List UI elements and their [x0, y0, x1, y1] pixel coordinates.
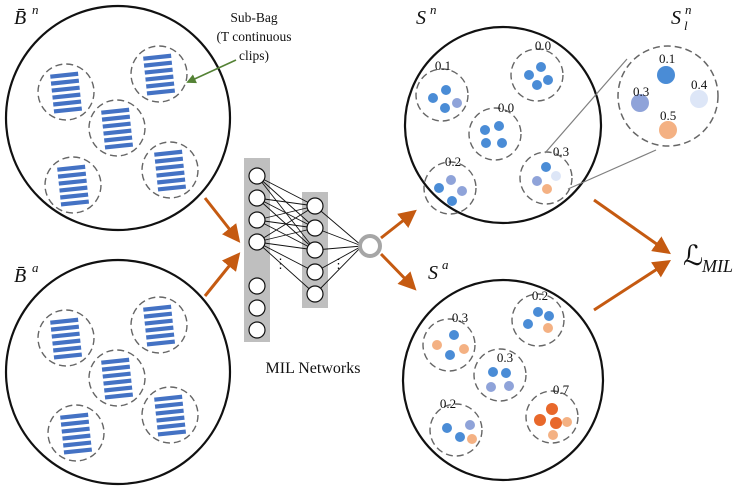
normal-score-label: S — [416, 7, 426, 29]
sub-bag-score: 0.0 — [498, 100, 514, 115]
output-node — [358, 234, 382, 258]
normal-bag: B̄ n — [4, 2, 232, 232]
sub-bag-callout: Sub-Bag (T continuous clips) — [186, 10, 292, 84]
abnormal-bag-label-sup: a — [32, 260, 39, 275]
arrow-network-to-normal-scores — [380, 209, 417, 240]
svg-text:⋮: ⋮ — [274, 256, 287, 271]
sub-bag-score: 0.0 — [535, 38, 551, 53]
sub-score-label-sup: n — [685, 2, 692, 17]
clip-score: 0.4 — [691, 77, 708, 92]
score-sub-bag: 0.1 — [415, 58, 469, 122]
callout-line-2: (T continuous — [216, 29, 291, 44]
score-sub-bag: 0.7 — [525, 382, 579, 444]
sub-score-label: S — [671, 7, 681, 29]
sub-bag-score: 0.3 — [497, 350, 513, 365]
sub-bag — [44, 156, 102, 214]
score-sub-bag: 0.3 — [473, 348, 527, 402]
arrow-abnormal-to-network — [203, 252, 241, 297]
clip-score-dot — [631, 94, 649, 112]
sub-bag-score: 0.3 — [553, 144, 569, 159]
clip-score: 0.5 — [660, 108, 676, 123]
sub-bag — [47, 404, 105, 462]
clip-score-dot — [657, 66, 675, 84]
callout-line-3: clips) — [239, 48, 269, 63]
mil-loss: ℒ MIL — [683, 241, 733, 276]
score-sub-bag: 0.0 — [468, 100, 522, 161]
networks-label: MIL Networks — [266, 360, 361, 377]
loss-symbol: ℒ — [683, 241, 703, 272]
score-sub-bag: 0.2 — [429, 396, 483, 457]
zoom-line-bottom — [567, 149, 657, 190]
sub-bag — [88, 99, 146, 157]
sub-bag-score: 0.2 — [440, 396, 456, 411]
abnormal-score-label-sup: a — [442, 257, 449, 272]
zoomed-sub-bag: S n l 0.1 0.3 0.4 0.5 — [617, 2, 719, 147]
arrow-network-to-abnormal-scores — [379, 252, 417, 291]
clip-score: 0.3 — [633, 84, 649, 99]
arrow-abnormal-to-loss — [593, 260, 672, 312]
normal-score-bag: S n 0.1 0.0 0.0 0.2 — [403, 2, 603, 225]
sub-bag-score: 0.2 — [532, 288, 548, 303]
svg-text:⋮: ⋮ — [332, 256, 345, 271]
sub-bag — [130, 296, 188, 354]
abnormal-bag-label: B̄ — [14, 265, 26, 287]
clip-score-dot — [659, 121, 677, 139]
score-sub-bag: 0.2 — [511, 288, 565, 347]
sub-score-label-sub: l — [684, 18, 688, 33]
mil-network: ⋮ ⋮ MIL Networks — [244, 158, 382, 377]
sub-bag — [37, 309, 95, 367]
normal-bag-label: B̄ — [14, 7, 26, 29]
abnormal-score-bag: S a 0.3 0.2 0.3 0.2 — [401, 257, 605, 482]
score-sub-bag: 0.2 — [423, 154, 477, 215]
sub-bag-score: 0.3 — [452, 310, 468, 325]
sub-bag — [88, 349, 146, 407]
normal-score-label-sup: n — [430, 2, 437, 17]
score-sub-bag: 0.3 — [422, 310, 476, 372]
callout-line-1: Sub-Bag — [230, 10, 278, 25]
loss-subscript: MIL — [701, 256, 733, 276]
score-sub-bag: 0.3 — [519, 144, 573, 205]
sub-bag-score: 0.2 — [445, 154, 461, 169]
sub-bag — [130, 45, 188, 103]
zoom-line-top — [544, 58, 628, 154]
normal-bag-label-sup: n — [32, 2, 39, 17]
sub-bag — [141, 141, 199, 199]
arrow-normal-to-loss — [593, 198, 671, 255]
callout-arrow — [186, 59, 237, 84]
abnormal-bag: B̄ a — [4, 258, 232, 486]
clip-score: 0.1 — [659, 51, 675, 66]
sub-bag — [141, 386, 199, 444]
sub-bag-score: 0.7 — [553, 382, 570, 397]
arrow-normal-to-network — [203, 197, 241, 243]
clip-score-dot — [690, 90, 708, 108]
sub-bag-score: 0.1 — [435, 58, 451, 73]
score-sub-bag: 0.0 — [510, 38, 564, 102]
abnormal-score-label: S — [428, 262, 438, 284]
sub-bag — [37, 63, 95, 121]
